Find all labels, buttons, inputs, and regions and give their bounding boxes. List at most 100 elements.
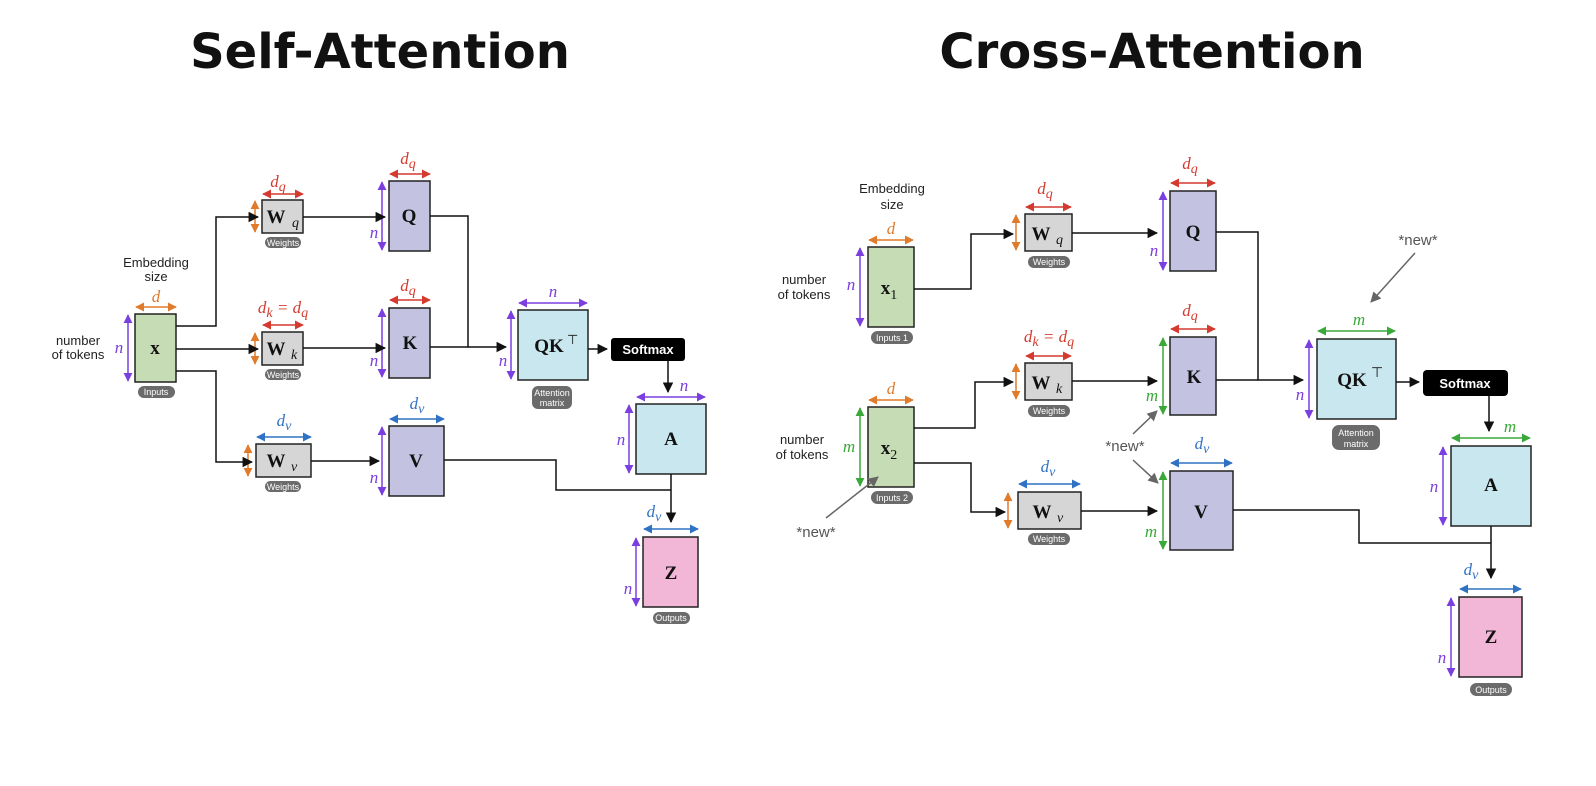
new-annotation: *new* bbox=[1105, 438, 1144, 455]
dim-m: m bbox=[1145, 522, 1157, 541]
dim-dq: dq bbox=[1182, 154, 1198, 177]
a-symbol: A bbox=[664, 429, 678, 450]
softmax-label: Softmax bbox=[1439, 376, 1491, 391]
dim-d: d bbox=[887, 379, 896, 398]
input-x1-symbol: x1 bbox=[881, 278, 898, 303]
dim-n: n bbox=[549, 282, 558, 301]
qkt-transpose: ⊤ bbox=[567, 332, 578, 347]
dim-m: m bbox=[1353, 310, 1365, 329]
dim-dv: dv bbox=[277, 411, 293, 434]
self-attention-diagram: Embedding size number of tokens x d n In… bbox=[52, 149, 707, 624]
dim-m: m bbox=[1504, 417, 1516, 436]
wk-box bbox=[1024, 362, 1073, 401]
weights-pill: Weights bbox=[1033, 534, 1066, 544]
dim-m: m bbox=[1146, 386, 1158, 405]
input-x-box bbox=[134, 313, 177, 383]
dim-dq: dq bbox=[1037, 179, 1053, 202]
dim-dv: dv bbox=[1464, 560, 1480, 583]
z-box bbox=[1458, 596, 1523, 678]
v-box bbox=[1169, 470, 1234, 551]
weights-pill: Weights bbox=[267, 238, 300, 248]
self-attention-title: Self-Attention bbox=[190, 24, 570, 80]
wv-symbol: W bbox=[267, 451, 286, 472]
v-symbol: V bbox=[409, 451, 423, 472]
weights-pill: Weights bbox=[1033, 257, 1066, 267]
input-x2-symbol: x2 bbox=[881, 438, 898, 463]
new-annotation: *new* bbox=[1398, 232, 1437, 249]
wv-sub: v bbox=[291, 460, 298, 475]
softmax-label: Softmax bbox=[622, 342, 674, 357]
number-of-tokens-label-2: of tokens bbox=[776, 447, 829, 462]
dim-n: n bbox=[1438, 648, 1447, 667]
dim-dv: dv bbox=[1195, 434, 1211, 457]
wq-symbol: W bbox=[267, 207, 286, 228]
input-x2-box bbox=[867, 406, 915, 488]
embedding-size-label-2: size bbox=[880, 197, 903, 212]
wq-box bbox=[1024, 213, 1073, 252]
wv-sub: v bbox=[1057, 511, 1064, 526]
cross-attention-title: Cross-Attention bbox=[939, 24, 1364, 80]
weights-pill: Weights bbox=[267, 482, 300, 492]
k-box bbox=[1169, 336, 1217, 416]
number-of-tokens-label: number bbox=[56, 333, 101, 348]
dim-dk-eq-dq: dk = dq bbox=[1024, 327, 1074, 350]
outputs-pill: Outputs bbox=[1475, 685, 1507, 695]
dim-n: n bbox=[370, 351, 379, 370]
attention-matrix-pill: Attention bbox=[534, 388, 570, 398]
embedding-size-label-2: size bbox=[144, 269, 167, 284]
number-of-tokens-label-2: of tokens bbox=[52, 347, 105, 362]
wv-box bbox=[255, 443, 312, 478]
embedding-size-label: Embedding bbox=[859, 181, 925, 196]
dim-n: n bbox=[1150, 241, 1159, 260]
outputs-pill: Outputs bbox=[655, 613, 687, 623]
weights-pill: Weights bbox=[267, 370, 300, 380]
dim-n: n bbox=[624, 579, 633, 598]
v-box bbox=[388, 425, 445, 497]
dim-d: d bbox=[152, 287, 161, 306]
wk-box bbox=[261, 331, 304, 366]
dim-dq: dq bbox=[400, 149, 416, 172]
input-x1-box bbox=[867, 246, 915, 328]
dim-m: m bbox=[843, 437, 855, 456]
dim-n: n bbox=[847, 275, 856, 294]
dim-n: n bbox=[617, 430, 626, 449]
wq-symbol: W bbox=[1032, 224, 1051, 245]
dim-n: n bbox=[115, 338, 124, 357]
new-annotation: *new* bbox=[796, 524, 835, 541]
wv-symbol: W bbox=[1033, 502, 1052, 523]
z-box bbox=[642, 536, 699, 608]
q-symbol: Q bbox=[1186, 222, 1201, 243]
dim-dv: dv bbox=[647, 502, 663, 525]
z-symbol: Z bbox=[1485, 627, 1498, 648]
dim-n: n bbox=[370, 468, 379, 487]
dim-dq: dq bbox=[270, 172, 286, 195]
wq-sub: q bbox=[1056, 233, 1063, 248]
input-x-symbol: x bbox=[150, 338, 160, 359]
dim-dq: dq bbox=[1182, 301, 1198, 324]
qkt-box bbox=[1316, 338, 1397, 420]
embedding-size-label: Embedding bbox=[123, 255, 189, 270]
wq-box bbox=[261, 199, 304, 234]
z-symbol: Z bbox=[665, 563, 678, 584]
dim-n: n bbox=[499, 351, 508, 370]
qkt-symbol: QK bbox=[534, 336, 564, 357]
wk-sub: k bbox=[291, 348, 298, 363]
dim-dv: dv bbox=[1041, 457, 1057, 480]
inputs-pill: Inputs bbox=[144, 387, 169, 397]
dim-n: n bbox=[1296, 385, 1305, 404]
q-box bbox=[1169, 190, 1217, 272]
dim-dk-eq-dq: dk = dq bbox=[258, 298, 308, 321]
number-of-tokens-label-2: of tokens bbox=[778, 287, 831, 302]
wq-sub: q bbox=[292, 216, 299, 231]
softmax-box bbox=[611, 338, 685, 361]
attention-matrix-pill: Attention bbox=[1338, 428, 1374, 438]
wk-symbol: W bbox=[1032, 373, 1051, 394]
qkt-box bbox=[517, 309, 589, 381]
q-symbol: Q bbox=[402, 206, 417, 227]
dim-n: n bbox=[680, 376, 689, 395]
dim-d: d bbox=[887, 219, 896, 238]
attention-matrix-pill-2: matrix bbox=[1344, 439, 1369, 449]
v-symbol: V bbox=[1194, 502, 1208, 523]
dim-n: n bbox=[370, 223, 379, 242]
